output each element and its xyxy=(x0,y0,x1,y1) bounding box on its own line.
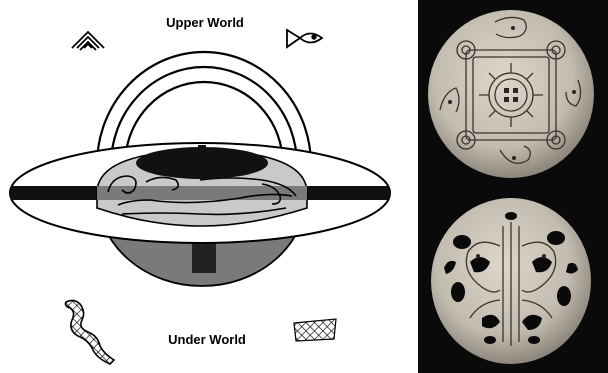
crosshatch-net-icon xyxy=(294,319,336,341)
serpent-icon xyxy=(66,300,115,364)
gorget-photos xyxy=(418,0,608,373)
upper-world-label: Upper World xyxy=(166,15,244,30)
cosmology-diagram: Upper World Under World xyxy=(10,15,390,364)
openwork-shell-gorget xyxy=(431,198,591,364)
fish-icon xyxy=(287,30,322,47)
engraved-shell-gorget xyxy=(428,10,594,178)
zigzag-chevron-icon xyxy=(72,32,104,50)
under-world-label: Under World xyxy=(168,332,246,347)
